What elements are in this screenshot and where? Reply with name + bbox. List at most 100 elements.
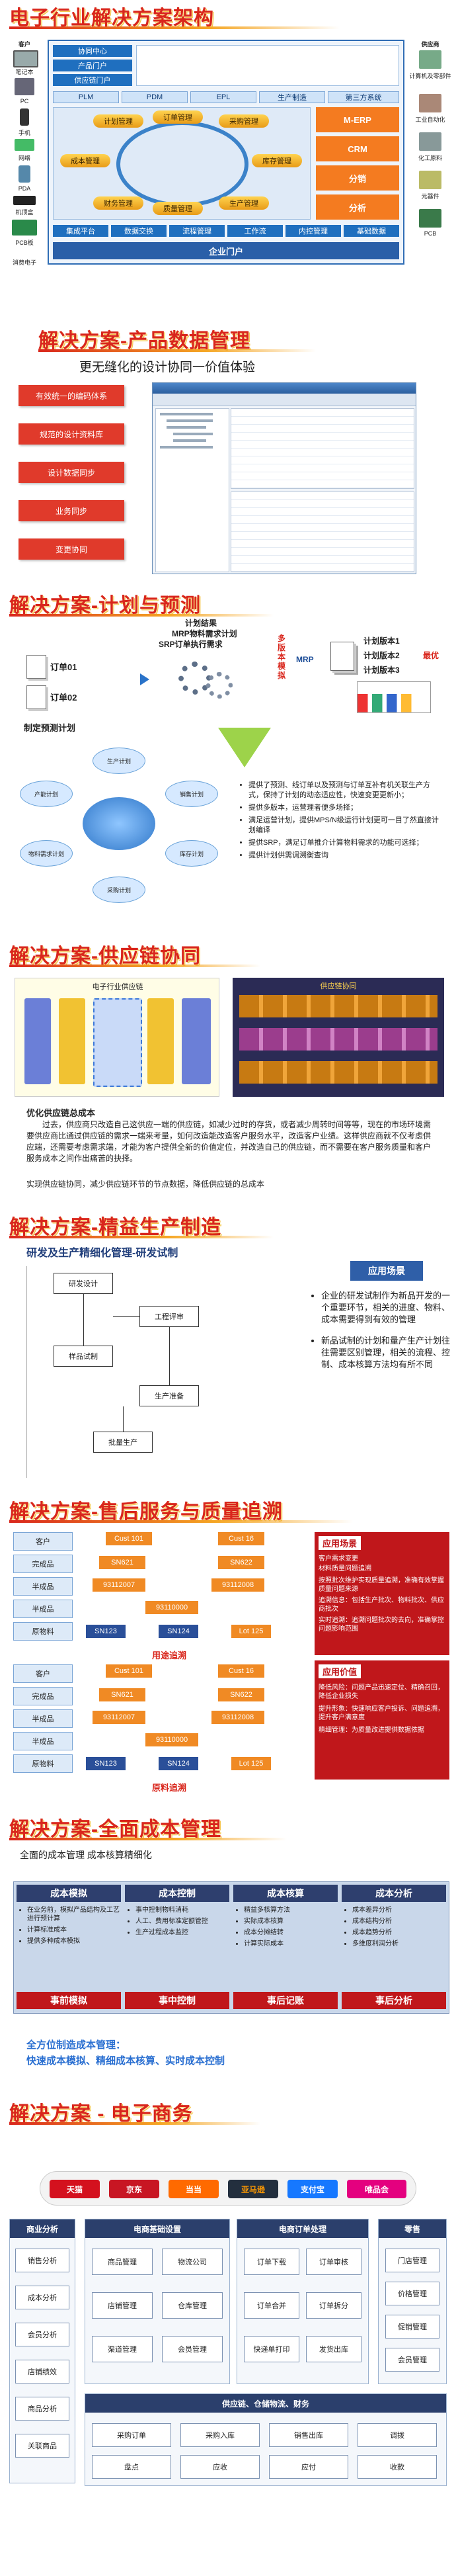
- cost-col-body: 精益多核算方法 实际成本核算 成本分摊结转 计算实际成本: [233, 1906, 338, 1951]
- cost-col-body: 在业务前，模拟产品结构及工艺进行预计算 计算标准成本 提供多种成本模拟: [17, 1906, 121, 1948]
- level-label: 客户: [13, 1532, 73, 1551]
- order-label: 订单01: [50, 662, 77, 672]
- flow-node: 样品试制: [54, 1346, 113, 1367]
- supply-item: 应收: [180, 2455, 260, 2479]
- trace-code: SN124: [159, 1625, 198, 1638]
- title-rule: [9, 614, 274, 617]
- order-stack: 订单01 订单02: [26, 655, 139, 714]
- trace-title: 用途追溯: [152, 1651, 187, 1660]
- supplier-icon: [419, 132, 441, 151]
- title-rule: [9, 26, 340, 29]
- section-title: 解决方案-产品数据管理: [38, 330, 250, 352]
- cost-stage: 事中控制: [125, 1992, 229, 2009]
- gear-hub: [172, 655, 251, 708]
- trace-code: 93112007: [93, 1711, 145, 1724]
- bullet-item: 提供计划供需调溯衡查询: [248, 851, 443, 861]
- panel-item: 材料质量问题追溯: [319, 1565, 371, 1572]
- chain-stage: [182, 998, 211, 1084]
- trace-code: Cust 16: [218, 1532, 264, 1545]
- level-label: 完成品: [13, 1687, 73, 1705]
- portal-footer: 企业门户: [53, 242, 399, 259]
- chain-row: [239, 995, 437, 1017]
- left-label: 手机: [18, 130, 30, 136]
- pdm-window: [152, 382, 416, 574]
- right-label: PCB: [424, 230, 437, 237]
- tree-panel: [155, 408, 229, 572]
- trace-code: 93112008: [211, 1711, 264, 1724]
- bullet-item: 提供SRP，满足订单推介计算物料需求的功能可选择；: [248, 838, 443, 848]
- section-title: 解决方案-计划与预测: [9, 595, 201, 617]
- right-module-stack: M-ERP CRM 分销 分析: [316, 107, 399, 220]
- supply-item: 应付: [269, 2455, 348, 2479]
- chain-stage: [147, 998, 174, 1084]
- panel-title: 应用价值: [319, 1664, 361, 1678]
- title-rule: [9, 965, 260, 967]
- trace-code: SN621: [99, 1556, 145, 1569]
- app-title: 应用场景: [350, 1261, 423, 1281]
- version-item: 计划版本2: [363, 651, 400, 660]
- base-bar: 基础数据: [344, 225, 399, 237]
- block-item: 订单拆分: [306, 2292, 361, 2319]
- module-item: 生产管理: [219, 196, 269, 210]
- base-bar: 数据交换: [111, 225, 167, 237]
- left-label: 客户: [18, 41, 30, 48]
- right-label: 化工原料: [418, 155, 442, 161]
- top-bar: 供应链门户: [53, 74, 132, 86]
- chain-stage: [93, 998, 142, 1087]
- feature-button: 设计数据同步: [19, 462, 124, 483]
- icon-strip: [136, 45, 399, 86]
- trace-code: Lot 125: [231, 1757, 271, 1770]
- chain-diagram-right: 供应链协同: [233, 978, 444, 1097]
- document-icon: [26, 685, 46, 709]
- ecom-setup-block: 电商基础设置 商品管理 物流公司 店铺管理 仓库管理 渠道管理 会员管理: [85, 2219, 230, 2384]
- feature-button: 规范的设计资料库: [19, 423, 124, 445]
- right-label: 工业自动化: [415, 116, 445, 123]
- device-icon: [13, 196, 36, 205]
- cost-item: 人工、费用标准定额管控: [135, 1917, 229, 1926]
- cycle-node: 销售计划: [165, 781, 218, 807]
- panel-item: 提升形象：快速响应客户投诉、问题追溯，提升客户满意度: [319, 1705, 444, 1721]
- cost-col-body: 成本差异分析 成本结构分析 成本趋势分析 多维度利润分析: [342, 1906, 446, 1951]
- diagram-title: 电子行业供应链: [92, 983, 143, 991]
- cycle-center: [83, 797, 155, 850]
- section-title: 解决方案-精益生产制造: [9, 1217, 221, 1238]
- left-label: PC: [20, 98, 29, 105]
- cost-item: 生产过程成本监控: [135, 1928, 229, 1937]
- block-item: 订单合并: [244, 2292, 299, 2319]
- flow-node: 生产准备: [139, 1385, 199, 1406]
- bullet-item: 提供多版本，运营理者便多场择；: [248, 803, 443, 813]
- cost-col-body: 事中控制物料消耗 人工、费用标准定额管控 生产过程成本监控: [125, 1906, 229, 1940]
- module-ring: [116, 121, 248, 207]
- device-icon: [15, 139, 34, 151]
- trace-code: Cust 101: [106, 1664, 152, 1678]
- grid-panel: [231, 408, 414, 489]
- block-item: 商品管理: [92, 2249, 153, 2275]
- right-label: 计算机及零部件: [409, 73, 451, 79]
- section-subtitle: 全面的成本管理 成本核算精细化: [20, 1850, 152, 1860]
- level-label: 半成品: [13, 1709, 73, 1728]
- arrow-icon: [140, 673, 149, 685]
- flow-line: [83, 1294, 84, 1346]
- cost-item: 精益多核算方法: [244, 1906, 338, 1914]
- cost-item: 成本差异分析: [352, 1906, 446, 1914]
- left-label: 机顶盒: [15, 209, 34, 216]
- block-item: 物流公司: [162, 2249, 223, 2275]
- block-item: 订单下载: [244, 2249, 299, 2275]
- title-rule: [38, 349, 316, 352]
- analysis-item: 商品分析: [15, 2397, 69, 2421]
- trace-code: SN622: [218, 1556, 264, 1569]
- channel-logo: 天猫: [50, 2180, 100, 2198]
- title-rule: [9, 1838, 287, 1840]
- trace-code: Lot 125: [231, 1625, 271, 1638]
- body-text: 实现供应链协同，减少供应链环节的节点数据，降低供应链的总成本: [26, 1180, 265, 1189]
- flow-node: 工程评审: [139, 1306, 199, 1327]
- cost-item: 计算实际成本: [244, 1940, 338, 1948]
- supply-block: 供应链、仓储物流、财务 采购订单 采购入库 销售出库 调拨 盘点 应收 应付 收…: [85, 2393, 447, 2486]
- channel-logo: 亚马逊: [228, 2180, 278, 2198]
- block-item: 发货出库: [306, 2336, 361, 2362]
- forecast-label: 制定预测计划: [24, 723, 76, 733]
- mrp-label: MRP: [296, 655, 314, 664]
- device-icon: [13, 50, 38, 67]
- trace-tree-bottom: Cust 101 Cust 16 SN621 SN622 93112007 93…: [86, 1664, 304, 1777]
- cycle-node: 采购计划: [93, 877, 145, 903]
